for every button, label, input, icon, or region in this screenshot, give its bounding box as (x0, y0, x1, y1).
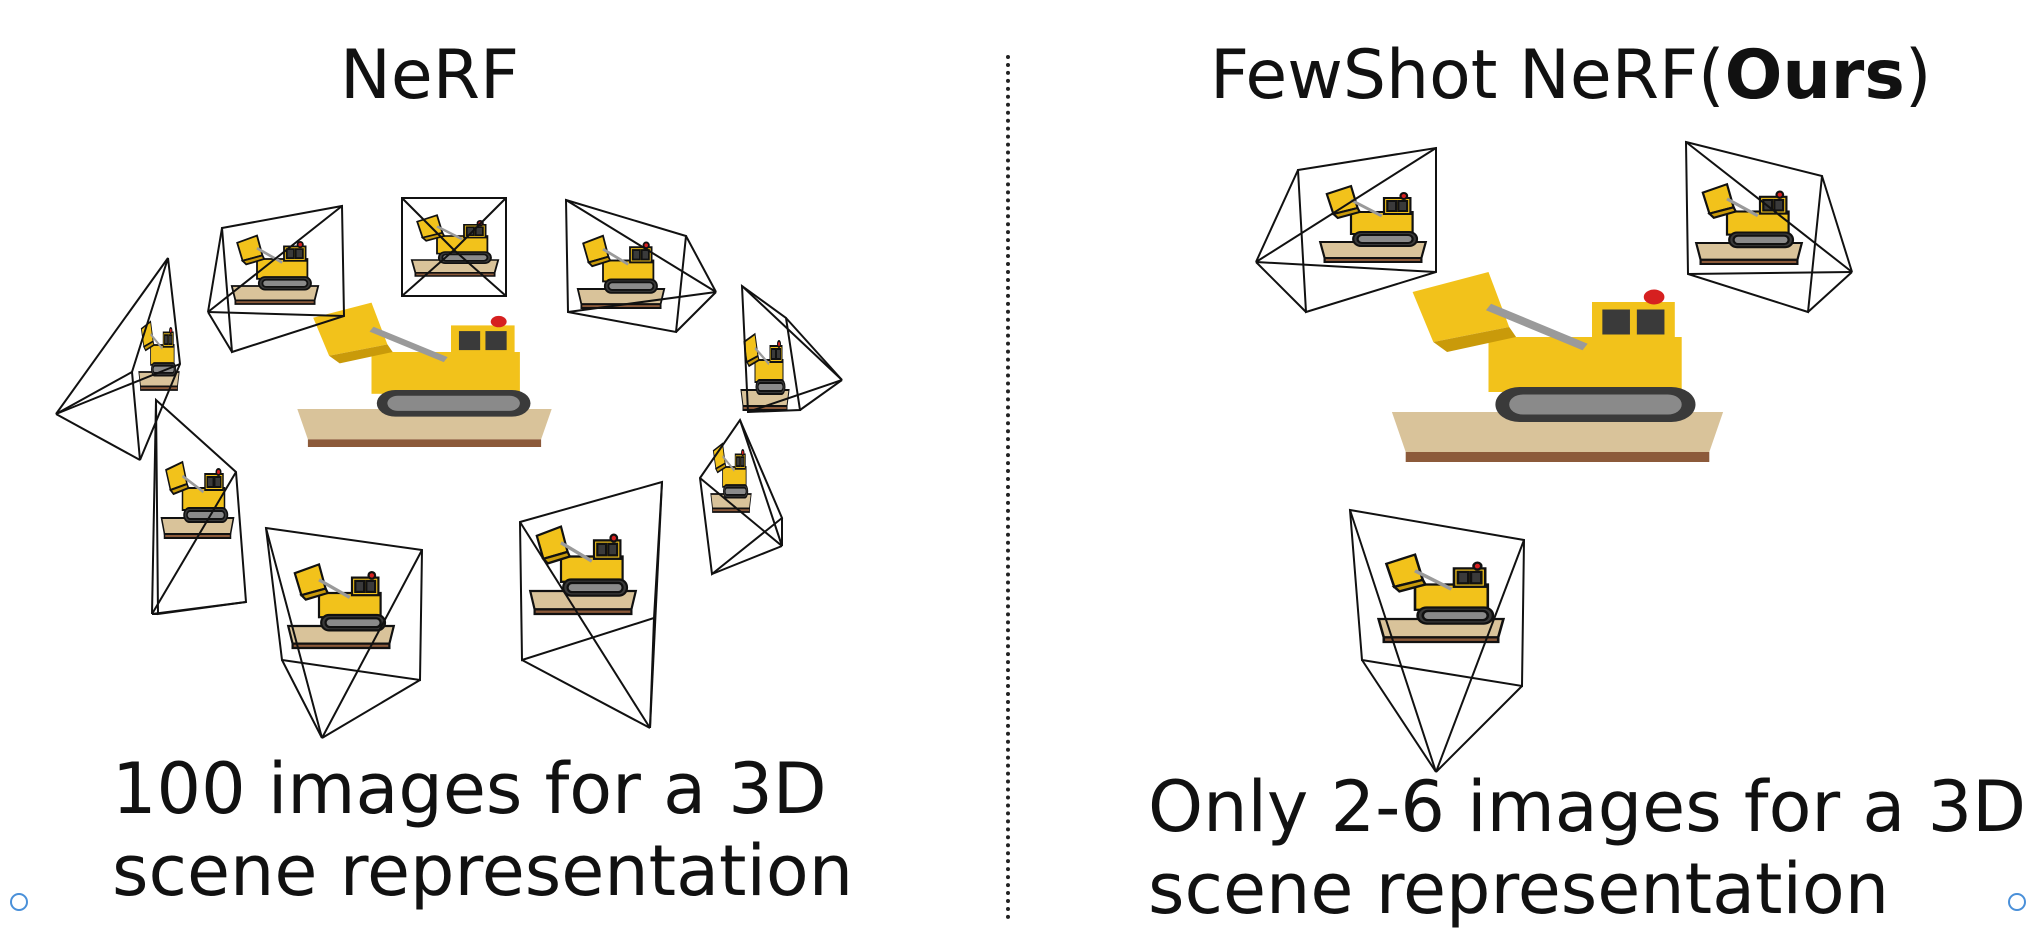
camera-frustum (1684, 140, 1853, 314)
fewshot-title-main: FewShot NeRF( (1210, 36, 1725, 115)
center-object-right (1392, 272, 1723, 462)
camera-frustum (518, 480, 664, 729)
camera-frustum (151, 397, 248, 616)
nerf-panel (55, 197, 843, 739)
camera-frustum (698, 417, 784, 576)
center-object-left (297, 303, 551, 447)
camera-frustum (264, 526, 424, 739)
nerf-caption: 100 images for a 3D scene representation (112, 748, 853, 912)
fewshot-caption-line2: scene representation (1148, 848, 1890, 930)
fewshot-title-close: ) (1904, 36, 1932, 115)
nerf-caption-line2: scene representation (112, 830, 854, 912)
camera-frustum (1348, 508, 1526, 773)
nerf-caption-line1: 100 images for a 3D (112, 748, 827, 830)
fewshot-caption: Only 2-6 images for a 3D scene represent… (1148, 766, 2026, 930)
nerf-title: NeRF (340, 34, 519, 118)
fewshot-panel (1255, 140, 1853, 773)
camera-frustum (739, 283, 843, 414)
panel-divider (1006, 55, 1010, 920)
fewshot-title-bold: Ours (1724, 36, 1905, 115)
camera-frustum (564, 198, 717, 334)
camera-frustum (55, 257, 182, 461)
camera-frustum (207, 204, 346, 354)
fewshot-title: FewShot NeRF(Ours) (1210, 34, 1931, 118)
resize-handle-left[interactable] (10, 893, 28, 911)
resize-handle-right[interactable] (2008, 893, 2026, 911)
camera-frustum (401, 197, 507, 297)
nerf-title-text: NeRF (340, 36, 520, 115)
fewshot-caption-line1: Only 2-6 images for a 3D (1148, 766, 2027, 848)
camera-frustum (1255, 146, 1437, 314)
